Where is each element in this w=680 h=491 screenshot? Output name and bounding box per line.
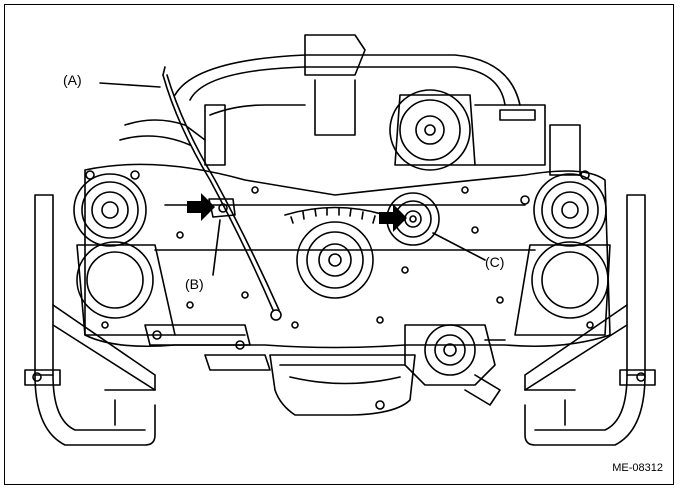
crank-pulley — [284, 206, 386, 299]
arrow-right-icon — [187, 193, 215, 221]
left-lower-cover — [76, 241, 176, 336]
right-mount-frame — [524, 194, 656, 446]
water-pump — [404, 324, 506, 406]
left-cam-sprocket — [73, 173, 147, 247]
right-lower-cover — [514, 241, 611, 336]
alternator — [389, 89, 581, 176]
figure-code: ME-08312 — [612, 462, 663, 474]
bolt-pattern — [85, 170, 594, 329]
left-mount-frame — [24, 194, 156, 446]
engine-illustration — [24, 34, 656, 446]
callout-label-c: (C) — [485, 254, 505, 270]
intake-manifold — [119, 34, 521, 166]
leader-line-c — [432, 232, 486, 261]
oil-pan — [269, 354, 416, 416]
callout-label-a: (A) — [63, 72, 82, 88]
leader-line-a — [99, 82, 161, 88]
idler-pulley — [386, 192, 440, 246]
arrow-right-icon — [379, 204, 407, 232]
callout-label-b: (B) — [185, 276, 204, 292]
right-cam-sprocket — [533, 173, 607, 247]
leader-line-b — [212, 219, 221, 276]
figure-frame: (A) (B) (C) ME-08312 — [4, 4, 674, 485]
oil-level-gauge — [162, 66, 282, 321]
left-lower-bracket — [144, 324, 271, 371]
timing-cover — [84, 163, 611, 349]
gauge-guide-bracket — [208, 198, 236, 218]
